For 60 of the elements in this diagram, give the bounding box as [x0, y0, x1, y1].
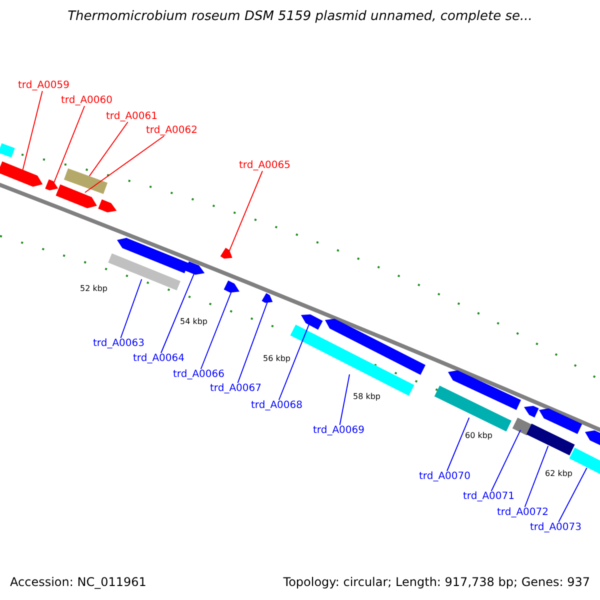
leader-line — [200, 290, 232, 370]
gene-block — [448, 370, 522, 410]
gene-label: trd_A0064 — [133, 353, 184, 364]
gene-label: trd_A0073 — [530, 522, 582, 533]
gene-label: trd_A0061 — [106, 111, 158, 122]
gene-block — [45, 179, 58, 190]
gene-block — [108, 253, 180, 290]
gene-block — [220, 248, 232, 259]
gene-block — [0, 161, 43, 187]
gene-block — [526, 424, 575, 456]
gene-block — [185, 261, 205, 275]
gene-label: trd_A0060 — [61, 95, 112, 106]
leader-line — [228, 170, 263, 253]
scale-label: 56 kbp — [263, 355, 291, 364]
gene-label: trd_A0072 — [497, 507, 548, 518]
gene-label: trd_A0069 — [313, 425, 364, 436]
gene-block — [585, 430, 600, 446]
gene-label: trd_A0068 — [251, 400, 302, 411]
gene-block — [524, 406, 539, 418]
gene-label: trd_A0063 — [93, 338, 144, 349]
gene-label: trd_A0067 — [210, 383, 262, 394]
gene-block — [434, 386, 512, 432]
gene-block — [117, 238, 189, 274]
scale-label: 52 kbp — [80, 285, 108, 294]
leader-line — [22, 90, 43, 170]
leader-line — [237, 302, 268, 384]
gene-block — [539, 408, 582, 434]
gene-label: trd_A0065 — [239, 160, 290, 171]
gene-label: trd_A0059 — [18, 80, 70, 91]
title: Thermomicrobium roseum DSM 5159 plasmid unnamed, complete se... — [66, 10, 534, 24]
leader-line — [160, 272, 195, 354]
gene-block — [64, 168, 108, 194]
gene-label: trd_A0070 — [419, 471, 470, 482]
gene-label: trd_A0062 — [146, 125, 198, 136]
gene-block — [301, 314, 323, 330]
leader-line — [558, 467, 588, 522]
scale-label: 54 kbp — [180, 318, 208, 327]
leader-line — [84, 136, 165, 193]
leader-line — [490, 430, 521, 492]
gene-label: trd_A0071 — [463, 491, 514, 502]
leader-line — [278, 324, 310, 400]
accession-text: Accession: NC_011961 — [10, 576, 146, 590]
gene-block — [512, 418, 532, 436]
leader-line — [446, 417, 470, 472]
leader-line — [120, 278, 142, 338]
leader-line — [524, 445, 549, 508]
gene-block — [224, 280, 240, 293]
gene-block — [325, 318, 426, 375]
gene-block — [262, 293, 273, 303]
gene-block — [56, 184, 97, 208]
gene-block — [98, 199, 117, 212]
scale-label: 60 kbp — [465, 432, 493, 441]
gene-label: trd_A0066 — [173, 369, 224, 380]
scale-label: 58 kbp — [353, 393, 381, 402]
scale-label: 62 kbp — [545, 470, 573, 479]
leader-line — [53, 106, 86, 184]
summary-text: Topology: circular; Length: 917,738 bp; Genes: 937 — [283, 576, 590, 590]
leader-line — [88, 122, 128, 177]
leader-line — [339, 374, 350, 426]
gene-block — [0, 143, 15, 158]
